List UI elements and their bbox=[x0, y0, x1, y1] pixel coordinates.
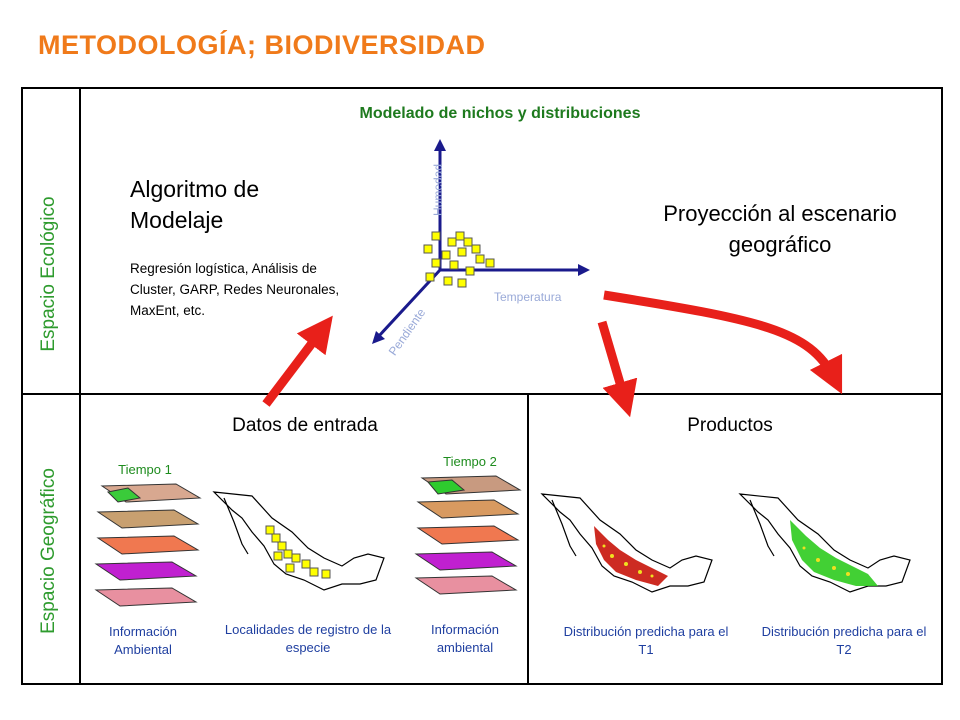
distribution-map-t2 bbox=[738, 493, 911, 593]
algorithm-description: Regresión logística, Análisis de Cluster… bbox=[130, 261, 340, 318]
distribution-t1-caption: Distribución predicha para el T1 bbox=[563, 624, 729, 657]
projection-label: Proyección al escenario geográfico bbox=[663, 201, 897, 257]
arrow-inputs-to-algorithm bbox=[262, 315, 333, 407]
time1-label: Tiempo 1 bbox=[118, 462, 172, 477]
niche-modeling-title: Modelado de nichos y distribuciones bbox=[359, 105, 641, 122]
products-title: Productos bbox=[687, 415, 773, 436]
distribution-map-t1 bbox=[540, 493, 713, 593]
env-layers-t2 bbox=[414, 475, 522, 595]
axis-label-temperatura: Temperatura bbox=[494, 290, 562, 304]
page-title: METODOLOGÍA; BIODIVERSIDAD bbox=[38, 30, 486, 60]
arrow-to-products-t1 bbox=[597, 320, 638, 418]
algorithm-title: Algoritmo de Modelaje bbox=[130, 176, 260, 233]
arrow-to-products-t2 bbox=[603, 290, 843, 395]
env-info-t1-caption: Información Ambiental bbox=[109, 624, 177, 657]
localities-map bbox=[212, 491, 385, 591]
env-info-t2-caption: Información ambiental bbox=[431, 622, 499, 655]
localities-caption: Localidades de registro de la especie bbox=[224, 622, 392, 655]
niche-axes bbox=[372, 139, 590, 344]
env-layers-t1 bbox=[94, 483, 202, 607]
time2-label: Tiempo 2 bbox=[443, 454, 497, 469]
distribution-t2-caption: Distribución predicha para el T2 bbox=[761, 624, 927, 657]
inputs-title: Datos de entrada bbox=[232, 415, 378, 436]
